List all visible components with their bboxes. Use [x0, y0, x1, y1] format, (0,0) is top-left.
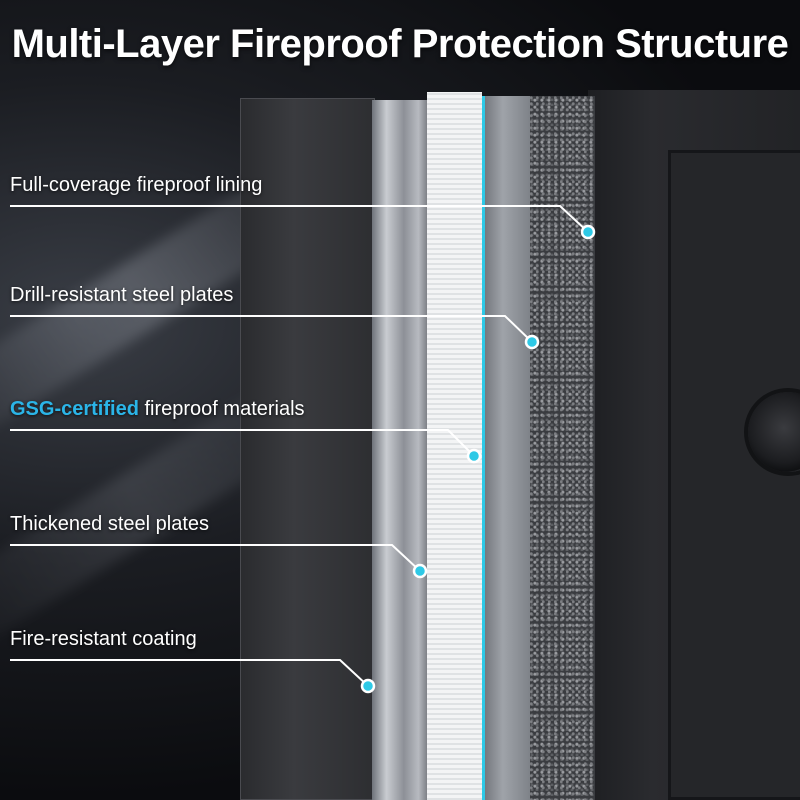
- callout-label-drill: Drill-resistant steel plates: [10, 284, 234, 306]
- layer-thickened-steel-plate: [372, 100, 430, 800]
- layer-drill-resistant-steel: [482, 96, 534, 800]
- callout-label-gsg: GSG-certified fireproof materials: [10, 398, 305, 421]
- page-title: Multi-Layer Fireproof Protection Structu…: [11, 22, 789, 66]
- callout-label-coating: Fire-resistant coating: [10, 628, 197, 650]
- callout-label-gsg-text: fireproof materials: [138, 398, 305, 420]
- gsg-certified-highlight: GSG-certified: [10, 398, 139, 420]
- layer-fireproof-lining: [530, 96, 595, 800]
- layer-fire-resistant-coating: [240, 98, 375, 800]
- callout-label-lining: Full-coverage fireproof lining: [10, 174, 263, 196]
- safe-door-panel: [668, 150, 800, 800]
- callout-label-thick: Thickened steel plates: [10, 513, 210, 535]
- layer-fireproof-material: [427, 92, 482, 800]
